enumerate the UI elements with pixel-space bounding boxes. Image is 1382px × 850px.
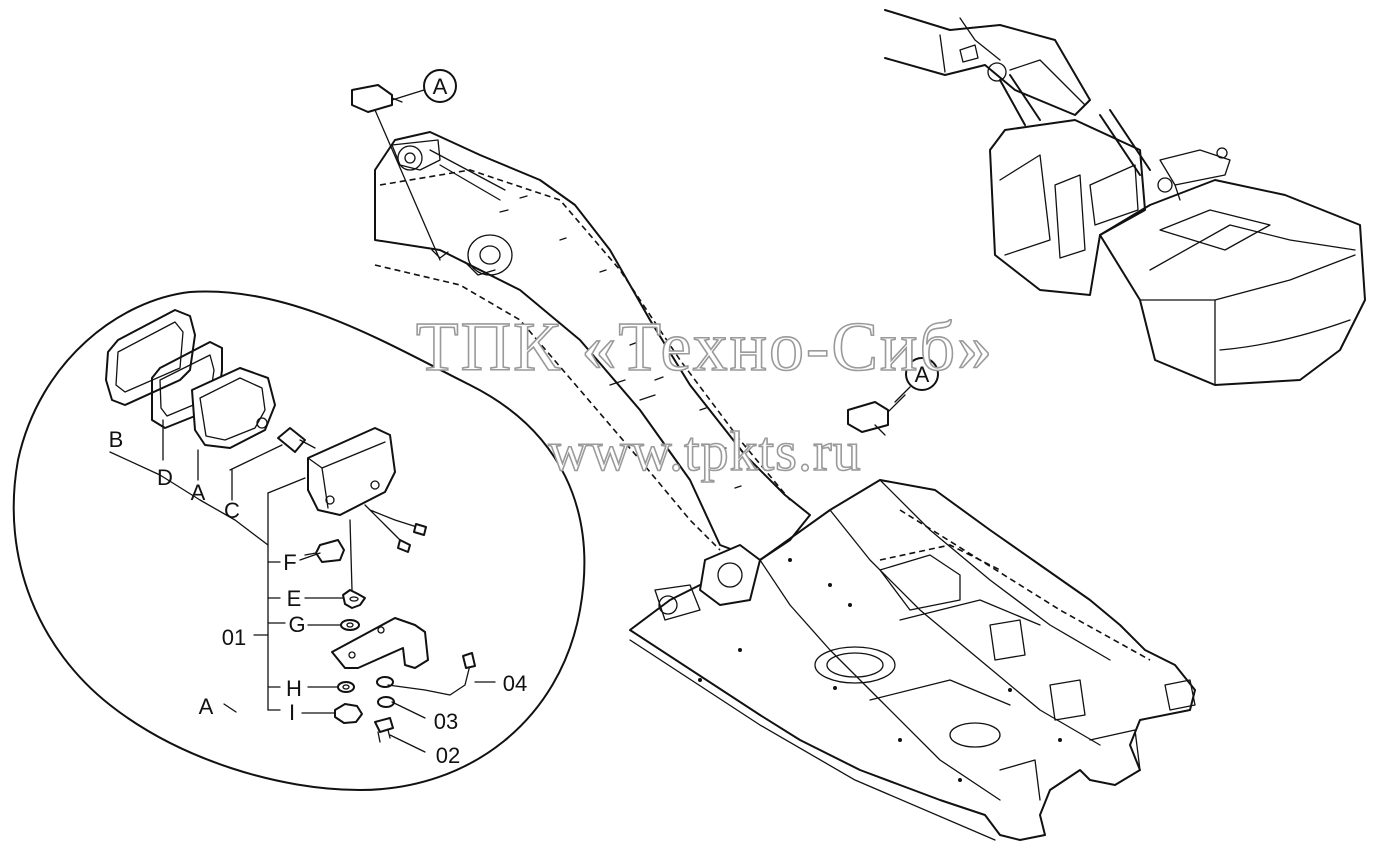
part-label-b: B (109, 427, 124, 452)
excavator-overview (884, 9, 1366, 386)
part-label-e: E (287, 586, 302, 611)
watermark-url: www.tpkts.ru (548, 421, 861, 483)
assembly-label: 01 (222, 625, 246, 650)
detail-view (12, 290, 586, 791)
callout-boom: A (391, 69, 457, 103)
boom (351, 84, 811, 561)
detail-labels: B D A C F E G H I 01 02 03 04 A (109, 427, 528, 768)
part-label-a: A (191, 480, 206, 505)
part-label-04: 04 (503, 671, 527, 696)
watermark-company: ТПК «Техно-Сиб» (416, 309, 994, 386)
part-label-02: 02 (436, 743, 460, 768)
part-label-g: G (288, 612, 305, 637)
part-label-f: F (283, 550, 296, 575)
detail-outline (12, 290, 586, 791)
part-label-h: H (286, 676, 302, 701)
part-label-i: I (289, 700, 295, 725)
callout-boom-label: A (433, 74, 448, 99)
callout-frame-label: A (915, 362, 930, 387)
rivet-dots (698, 558, 1062, 782)
watermark: ТПК «Техно-Сиб» www.tpkts.ru (415, 308, 994, 484)
upper-frame (629, 394, 1196, 841)
part-label-03: 03 (434, 709, 458, 734)
callout-frame: A (894, 357, 939, 403)
detail-title: A (199, 694, 214, 719)
part-label-d: D (157, 465, 173, 490)
part-label-c: C (224, 498, 240, 523)
